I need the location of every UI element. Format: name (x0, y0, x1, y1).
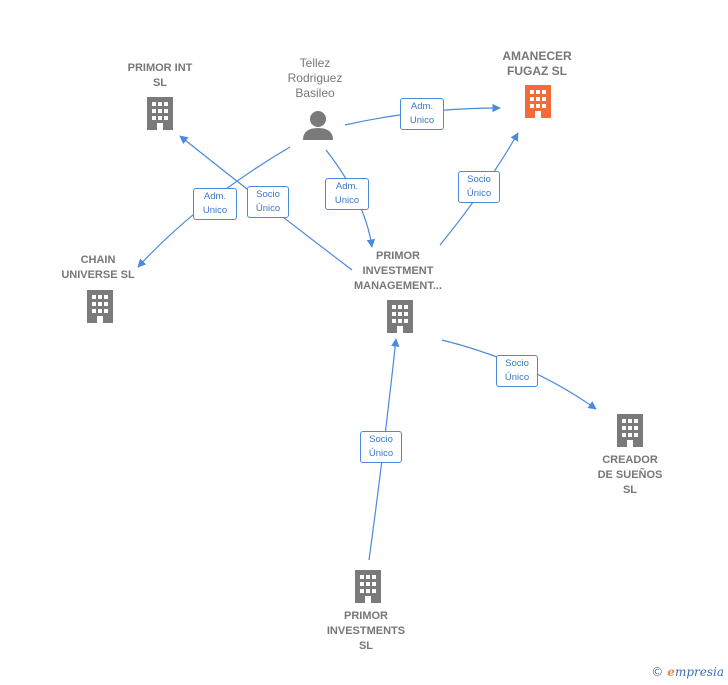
building-icon (387, 300, 413, 333)
node-label-chain[interactable]: CHAIN UNIVERSE SL (61, 254, 135, 281)
building-icon (355, 570, 381, 603)
copyright-symbol: © (651, 665, 664, 679)
building-icon-highlight (525, 85, 551, 118)
building-icon (147, 97, 173, 130)
edge-label-pim-amanecer[interactable]: Socio Único (458, 171, 500, 203)
empresia-watermark: ©empresia (651, 665, 724, 679)
node-label-primor-int[interactable]: PRIMOR INT SL (127, 62, 193, 89)
brand-e: e (667, 665, 675, 679)
building-icon (617, 414, 643, 447)
edge-label-tellez-pim[interactable]: Adm. Unico (325, 178, 369, 210)
node-label-creador[interactable]: CREADOR DE SUEÑOS SL (597, 454, 663, 496)
node-label-tellez[interactable]: Tellez Rodriguez Basileo (287, 56, 343, 100)
building-icon (87, 290, 113, 323)
edge-label-primor-investments-pim[interactable]: Socio Único (360, 431, 402, 463)
edge-label-pim-creador[interactable]: Socio Único (496, 355, 538, 387)
edge-label-tellez-chain[interactable]: Adm. Unico (193, 188, 237, 220)
edge-label-tellez-amanecer[interactable]: Adm. Unico (400, 98, 444, 130)
person-icon (303, 111, 333, 140)
brand-name: mpresia (674, 665, 724, 679)
node-label-amanecer[interactable]: AMANECER FUGAZ SL (502, 49, 572, 78)
node-label-primor-investments[interactable]: PRIMOR INVESTMENTS SL (326, 610, 406, 652)
node-label-pim[interactable]: PRIMOR INVESTMENT MANAGEMENT... (354, 250, 442, 292)
edge-label-pim-primor-int[interactable]: Socio Único (247, 186, 289, 218)
